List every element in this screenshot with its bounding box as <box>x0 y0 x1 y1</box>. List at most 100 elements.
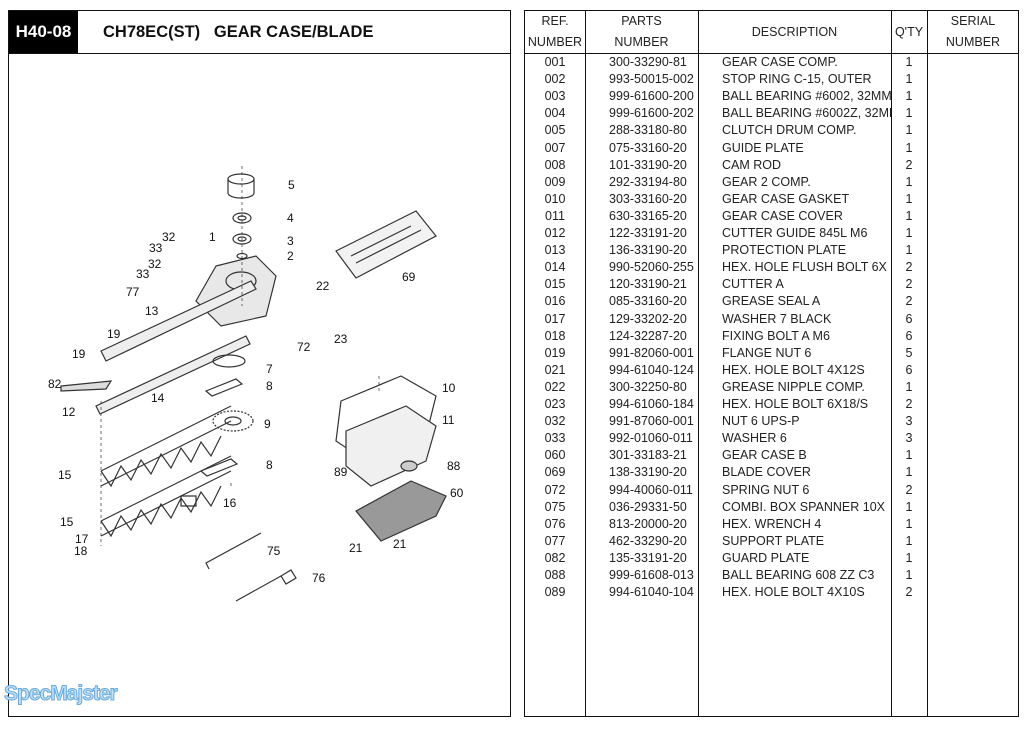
parts-number-cell: 462-33290-20 <box>609 533 687 548</box>
callout-label: 11 <box>442 413 455 427</box>
description-cell: SUPPORT PLATE <box>722 533 825 548</box>
gear-case-cover-part <box>345 405 437 487</box>
parts-number-cell: 999-61608-013 <box>609 568 694 582</box>
parts-number-cell: 991-82060-001 <box>609 345 694 360</box>
column-divider <box>891 11 928 716</box>
qty-cell: 1 <box>905 123 913 138</box>
parts-number-cell: 999-61600-202 <box>609 106 694 121</box>
description-cell: HEX. HOLE BOLT 4X10S <box>722 585 865 600</box>
parts-number-cell: 124-32287-20 <box>609 328 687 343</box>
parts-number-cell: 101-33190-20 <box>609 157 687 172</box>
page-title: CH78EC(ST) GEAR CASE/BLADE <box>103 23 374 41</box>
gear-part <box>212 410 254 432</box>
qty-cell: 3 <box>905 431 913 446</box>
header-description: DESCRIPTION <box>751 25 838 39</box>
description-cell: STOP RING C-15, OUTER <box>722 72 872 87</box>
parts-number-cell: 122-33191-20 <box>609 226 687 240</box>
callout-label: 7 <box>266 362 273 376</box>
ref-cell: 009 <box>544 174 566 189</box>
callout-label: 77 <box>126 285 140 299</box>
parts-number-cell: 303-33160-20 <box>609 191 687 206</box>
ref-cell: 015 <box>544 277 566 292</box>
description-cell: GUARD PLATE <box>722 550 810 565</box>
ref-cell: 008 <box>544 157 566 172</box>
qty-cell: 1 <box>905 243 913 258</box>
column-divider <box>698 11 892 716</box>
qty-cell: 5 <box>905 345 913 360</box>
ref-cell: 060 <box>544 448 566 463</box>
ref-cell: 003 <box>544 89 566 104</box>
qty-cell: 1 <box>905 89 913 104</box>
description-cell: GEAR 2 COMP. <box>722 174 811 189</box>
callout-label: 89 <box>334 465 348 479</box>
parts-number-cell: 075-33160-20 <box>609 140 687 155</box>
ref-cell: 076 <box>544 516 566 531</box>
description-cell: GEAR CASE GASKET <box>722 191 850 206</box>
callout-label: 4 <box>287 211 294 225</box>
watermark-logo: SpecMajster <box>4 682 119 706</box>
ref-cell: 088 <box>544 568 566 582</box>
header-ref: REF.NUMBER <box>525 11 585 53</box>
callout-label: 33 <box>149 241 163 255</box>
ref-cell: 075 <box>544 499 566 514</box>
description-cell: GEAR CASE COVER <box>722 208 843 223</box>
qty-cell: 1 <box>905 55 913 69</box>
ref-cell: 033 <box>544 431 566 446</box>
description-cell: CUTTER A <box>722 277 784 292</box>
parts-number-cell: 994-61040-124 <box>609 362 694 377</box>
parts-number-cell: 085-33160-20 <box>609 294 687 309</box>
callout-label: 21 <box>349 541 363 555</box>
description-cell: CLUTCH DRUM COMP. <box>722 123 857 138</box>
callout-label: 69 <box>402 270 416 284</box>
ref-cell: 018 <box>544 328 566 343</box>
section-code: H40-08 <box>9 11 78 53</box>
parts-number-cell: 120-33190-21 <box>609 277 687 292</box>
ref-cell: 011 <box>545 208 565 223</box>
qty-cell: 1 <box>905 140 913 155</box>
callout-label: 72 <box>297 340 311 354</box>
callout-label: 18 <box>74 544 88 558</box>
callout-label: 10 <box>442 381 456 395</box>
qty-cell: 1 <box>905 174 913 189</box>
qty-cell: 3 <box>905 414 913 429</box>
cam-rod-part <box>199 458 239 477</box>
qty-cell: 2 <box>905 585 913 600</box>
clutch-drum-part <box>227 173 255 199</box>
gear-case-b-part <box>355 480 447 542</box>
parts-number-cell: 036-29331-50 <box>609 499 687 514</box>
callout-label: 5 <box>288 178 295 192</box>
ref-cell: 012 <box>544 226 566 240</box>
grease-seal-part <box>180 495 197 507</box>
qty-cell: 1 <box>905 516 913 531</box>
parts-number-cell: 813-20000-20 <box>609 516 687 531</box>
description-cell: BALL BEARING #6002, 32MM <box>722 89 891 104</box>
ref-cell: 014 <box>544 260 566 275</box>
diagram-panel: H40-08 CH78EC(ST) GEAR CASE/BLADE <box>8 10 511 717</box>
callout-label: 82 <box>48 377 62 391</box>
callout-label: 1 <box>209 230 216 244</box>
qty-cell: 2 <box>905 157 913 172</box>
description-cell: HEX. WRENCH 4 <box>722 516 822 531</box>
parts-number-cell: 301-33183-21 <box>609 448 687 463</box>
cutter-upper-part <box>100 280 257 362</box>
description-cell: WASHER 7 BLACK <box>722 311 832 326</box>
parts-number-cell: 630-33165-20 <box>609 208 687 223</box>
description-cell: BALL BEARING 608 ZZ C3 <box>722 568 875 582</box>
parts-number-cell: 300-32250-80 <box>609 379 687 394</box>
ref-cell: 072 <box>544 482 566 497</box>
qty-cell: 1 <box>905 191 913 206</box>
parts-number-cell: 135-33191-20 <box>609 550 687 565</box>
description-cell: CAM ROD <box>722 157 782 172</box>
ref-cell: 069 <box>544 465 566 480</box>
description-cell: SPRING NUT 6 <box>722 482 810 497</box>
ref-cell: 089 <box>544 585 566 600</box>
